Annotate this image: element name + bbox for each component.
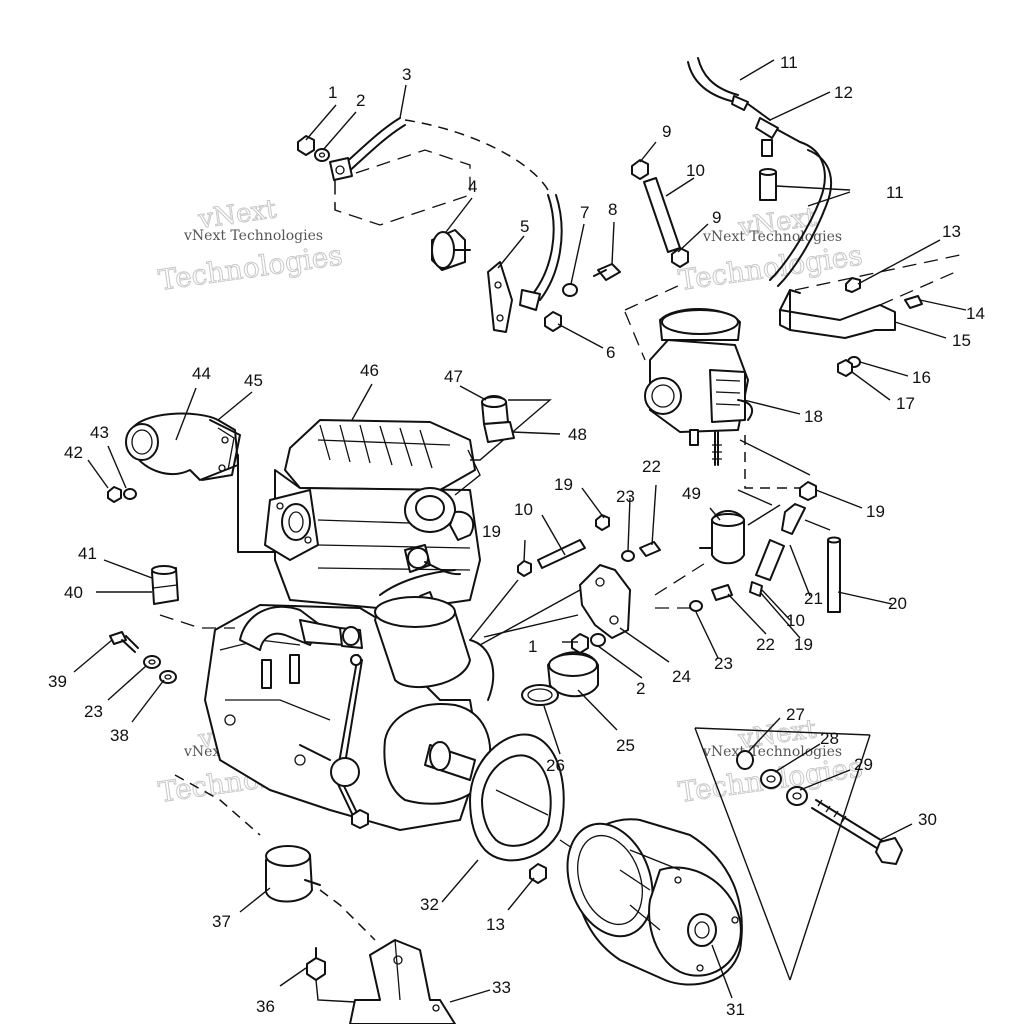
callout-49: 49 [682,484,701,503]
callout-28: 28 [820,729,839,748]
callout-14: 14 [966,304,985,323]
callout-1: 1 [328,83,337,102]
callout-13: 13 [486,915,505,934]
callout-16: 16 [912,368,931,387]
callout-7: 7 [580,203,589,222]
watermark-small: vNext Technologies [702,229,842,245]
callout-27: 27 [786,705,805,724]
callout-5: 5 [520,217,529,236]
callout-23: 23 [714,654,733,673]
gasket-32 [469,733,565,862]
callout-24: 24 [672,667,691,686]
callout-3: 3 [402,65,411,84]
callout-11: 11 [780,53,798,72]
callout-10: 10 [786,611,805,630]
callout-labels: 1 2 3 4 5 6 7 8 9 9 10 11 11 12 13 14 15… [48,53,985,1019]
callout-4: 4 [468,177,477,196]
callout-46: 46 [360,361,379,380]
callout-48: 48 [568,425,587,444]
clutch-31 [566,818,743,986]
callout-30: 30 [918,810,937,829]
engine-block [204,419,495,831]
callout-38: 38 [110,726,129,745]
callout-9: 9 [712,208,721,227]
callout-19: 19 [554,475,573,494]
callout-36: 36 [256,997,275,1016]
callout-47: 47 [444,367,463,386]
bolt-39-washers [109,631,177,684]
fuel-line-assembly [687,57,833,287]
bracket-33 [306,939,456,1024]
mount-bracket-5 [487,261,513,333]
callout-17: 17 [896,394,915,413]
intake-boot-44 [107,412,276,553]
callout-37: 37 [212,912,231,931]
routing-lines-top-right [624,284,831,531]
mount-37 [174,774,376,941]
callout-32: 32 [420,895,439,914]
callout-45: 45 [244,371,263,390]
callout-44: 44 [192,364,211,383]
callout-42: 42 [64,443,83,462]
plug-40 [151,565,179,605]
callout-20: 20 [888,594,907,613]
callout-33: 33 [492,978,511,997]
callout-2: 2 [356,91,365,110]
routing-lines-center [159,399,781,646]
callout-12: 12 [834,83,853,102]
callout-25: 25 [616,736,635,755]
callout-23: 23 [616,487,635,506]
callout-26: 26 [546,756,565,775]
clutch-leader-lines [439,727,871,981]
callout-21: 21 [804,589,823,608]
watermark-line2: Technologies [156,238,344,296]
callout-18: 18 [804,407,823,426]
cap-47 [481,395,515,443]
callout-8: 8 [608,200,617,219]
carb-bracket-15 [779,254,961,377]
callout-39: 39 [48,672,67,691]
callout-1: 1 [528,637,537,656]
callout-40: 40 [64,583,83,602]
fuel-lines-right [749,481,841,613]
callout-2: 2 [636,679,645,698]
callout-leaders [73,59,967,1003]
callout-10: 10 [686,161,705,180]
fuel-hose-10-top [631,159,689,268]
callout-31: 31 [726,1000,745,1019]
watermark-small: vNext Technologies [183,228,323,244]
callout-19: 19 [866,502,885,521]
callout-6: 6 [606,343,615,362]
callout-23: 23 [84,702,103,721]
callout-15: 15 [952,331,971,350]
callout-9: 9 [662,122,671,141]
callout-19: 19 [482,522,501,541]
center-hardware [517,510,745,706]
carburetor-18 [644,308,754,466]
callout-29: 29 [854,755,873,774]
bolt-30-washers [736,750,903,865]
callout-13: 13 [942,222,961,241]
callout-43: 43 [90,423,109,442]
ground-cable-assembly [297,117,563,311]
callout-22: 22 [756,635,775,654]
washer-7-bolt-8-nut-6 [544,263,621,332]
callout-10: 10 [514,500,533,519]
callout-22: 22 [642,457,661,476]
callout-11: 11 [886,183,904,202]
callout-19: 19 [794,635,813,654]
callout-41: 41 [78,544,97,563]
watermark-line2: Technologies [676,238,864,296]
engine-mount-4 [431,229,471,271]
